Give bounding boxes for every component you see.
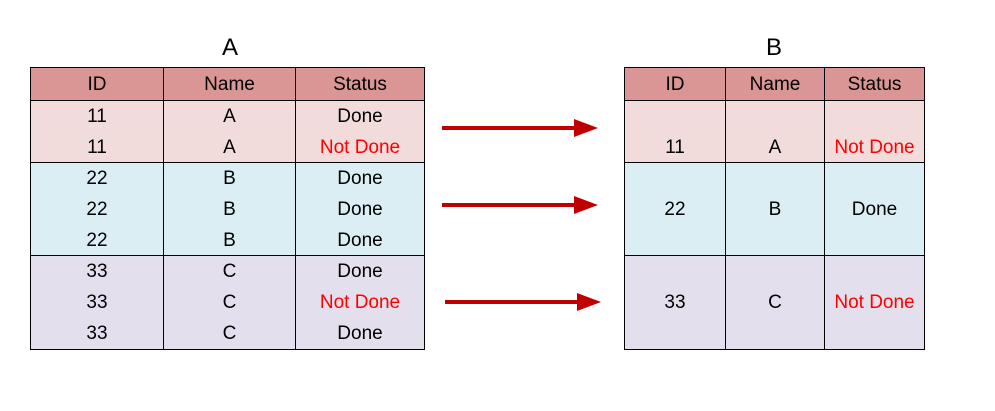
right-arrow-icon (442, 196, 598, 214)
table-a-cell-name: A (223, 137, 236, 158)
table-a-cell-id: 11 (87, 137, 107, 158)
table-a-cell-status: Done (337, 106, 383, 127)
table-b: ID Name Status 11 A Not Done 22 B Done 3… (624, 67, 925, 350)
table-a-cell-id: 22 (86, 168, 108, 189)
table-b-header-id: ID (665, 74, 685, 95)
table-b-header-status: Status (847, 74, 902, 95)
table-a-title: A (221, 34, 238, 61)
table-b-header-row (625, 68, 924, 101)
table-a-cell-status: Done (337, 261, 383, 282)
table-a-header-row (31, 68, 424, 101)
table-a-cell-id: 33 (86, 261, 108, 282)
table-a-header-name: Name (204, 74, 255, 95)
table-b-cell-name: B (768, 199, 782, 220)
table-a-cell-status: Not Done (319, 292, 401, 313)
table-a-cell-name: C (222, 323, 237, 344)
right-arrow-icon (442, 119, 598, 137)
table-b-cell-id: 11 (665, 137, 685, 158)
table-b-group-11 (625, 101, 924, 163)
table-a-cell-id: 33 (86, 292, 108, 313)
table-b-group-22 (625, 163, 924, 256)
table-a-cell-status: Done (337, 168, 383, 189)
table-b-divider (824, 68, 825, 349)
table-a-cell-id: 22 (86, 230, 108, 251)
table-b-title: B (765, 34, 782, 61)
table-a-header-status: Status (333, 74, 387, 95)
table-a-group-11 (31, 101, 424, 163)
table-a-divider (295, 68, 296, 349)
table-a-cell-name: B (223, 230, 236, 251)
table-b-cell-status: Not Done (834, 137, 915, 158)
table-a-header-id: ID (87, 74, 107, 95)
table-b-cell-id: 33 (664, 292, 686, 313)
table-b-header-name: Name (749, 74, 801, 95)
table-a-cell-status: Done (337, 199, 383, 220)
table-a-cell-name: B (223, 199, 236, 220)
table-b-group-33 (625, 256, 924, 349)
table-a-cell-name: C (222, 292, 237, 313)
table-a-cell-id: 33 (86, 323, 108, 344)
table-a-cell-id: 11 (87, 106, 107, 127)
table-a-cell-status: Done (337, 230, 383, 251)
table-b-cell-id: 22 (664, 199, 686, 220)
table-a-cell-name: C (222, 261, 237, 282)
table-a: ID Name Status 11 A Done 11 A Not Done 2… (30, 67, 425, 350)
table-b-cell-name: A (768, 137, 782, 158)
table-a-cell-name: B (223, 168, 236, 189)
table-a-cell-status: Done (337, 323, 383, 344)
table-b-cell-name: C (768, 292, 782, 313)
table-a-cell-name: A (223, 106, 236, 127)
table-a-cell-id: 22 (86, 199, 108, 220)
table-b-cell-status: Not Done (834, 292, 915, 313)
table-a-group-33 (31, 256, 424, 349)
right-arrow-icon (445, 293, 601, 311)
table-a-group-22 (31, 163, 424, 256)
table-a-cell-status: Not Done (319, 137, 401, 158)
table-b-divider (725, 68, 726, 349)
table-b-cell-status: Done (851, 199, 898, 220)
table-a-divider (163, 68, 164, 349)
